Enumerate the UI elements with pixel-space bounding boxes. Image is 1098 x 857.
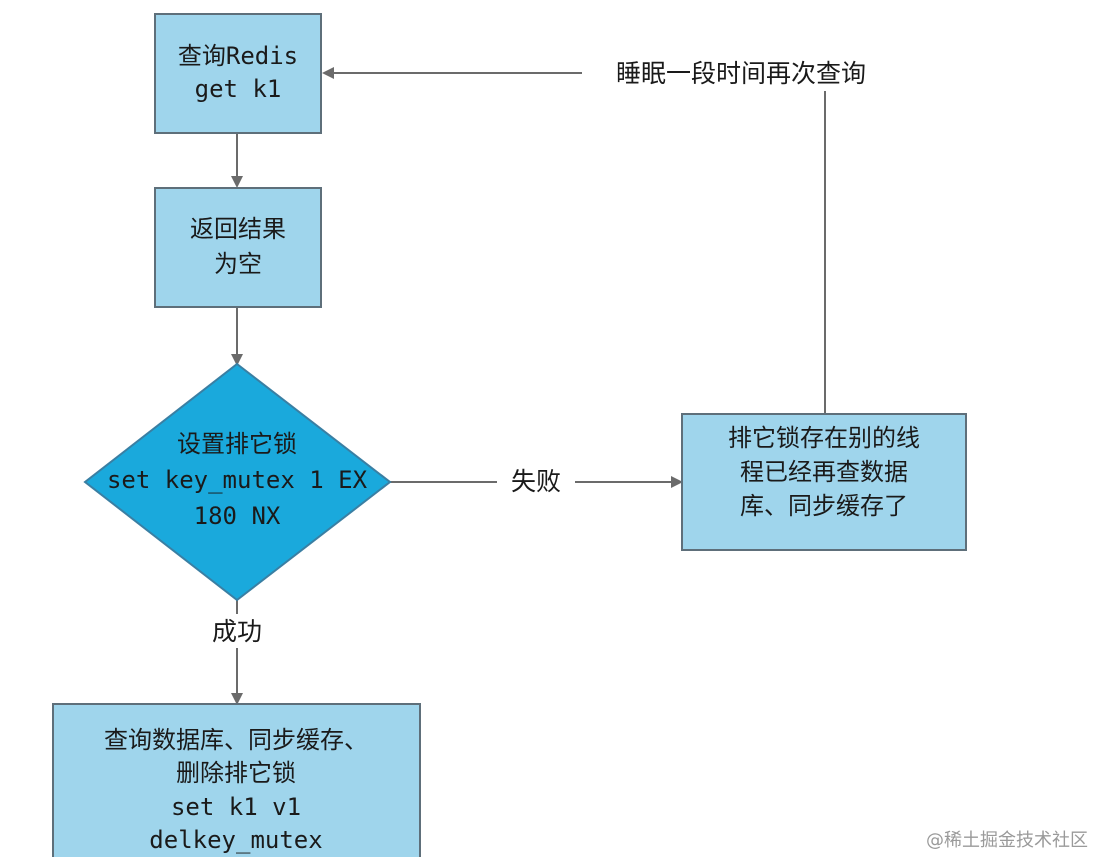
node-lock-exists (681, 413, 967, 551)
edge-retry (322, 67, 826, 413)
node-empty-result-line-2: 为空 (214, 250, 262, 278)
node-query-redis (154, 13, 322, 134)
node-lock-exists-line-3: 库、同步缓存了 (740, 492, 908, 520)
node-lock-exists-line-1: 排它锁存在别的线 (728, 424, 920, 452)
node-query-redis-line-1: 查询Redis (178, 42, 298, 70)
node-set-lock (83, 362, 392, 602)
node-query-db-line-1: 查询数据库、同步缓存、 (104, 726, 368, 754)
node-empty-result (154, 187, 322, 308)
node-empty-result-line-1: 返回结果 (190, 215, 286, 243)
node-query-db (52, 703, 421, 857)
node-set-lock-line-1: 设置排它锁 (177, 430, 297, 458)
edge-label-fail: 失败 (511, 467, 561, 496)
node-query-db-line-4: delkey_mutex (149, 826, 322, 854)
node-query-db-line-2: 删除排它锁 (176, 759, 296, 787)
edge-label-success: 成功 (212, 617, 262, 646)
node-query-redis-line-2: get k1 (195, 75, 282, 103)
edge-label-retry: 睡眠一段时间再次查询 (616, 59, 866, 88)
watermark: @稀土掘金技术社区 (926, 830, 1088, 851)
node-set-lock-line-3: 180 NX (194, 502, 281, 530)
node-lock-exists-line-2: 程已经再查数据 (740, 458, 908, 486)
node-set-lock-line-2: set key_mutex 1 EX (107, 466, 368, 494)
node-query-db-line-3: set k1 v1 (171, 793, 301, 821)
